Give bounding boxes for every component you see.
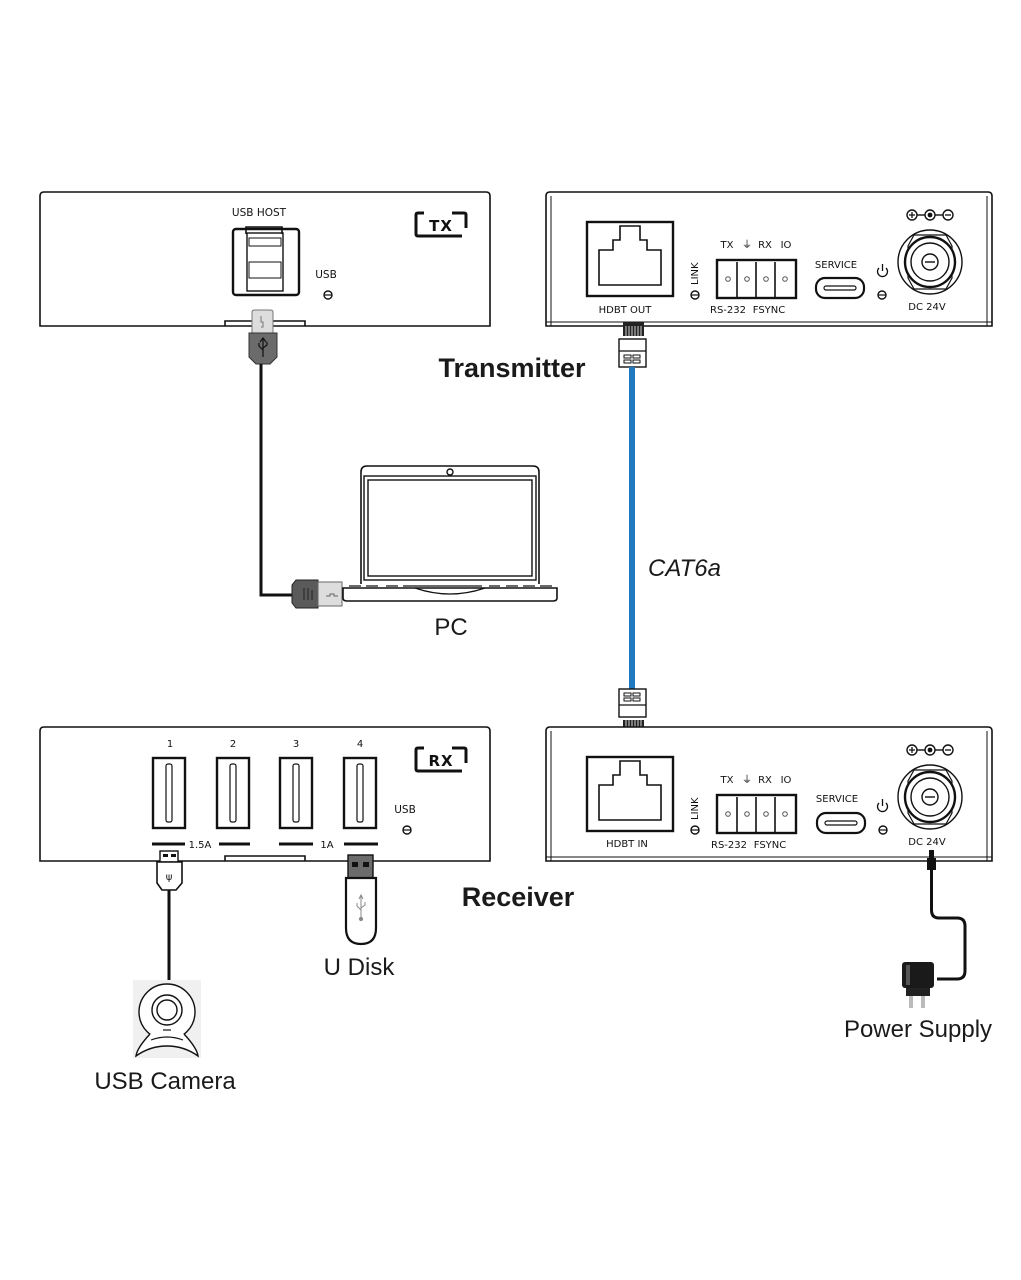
tx-rear-panel: HDBT OUT LINK TX ⏚ RX IO RS-232 FSYNC SE… — [545, 191, 993, 327]
port-number-4: 4 — [357, 739, 363, 750]
dc-24v-label: DC 24V — [908, 837, 946, 848]
usb-cable-pc — [248, 309, 343, 609]
usb-led-label: USB — [394, 804, 416, 816]
rj45-port — [585, 220, 675, 298]
power-icon — [876, 264, 889, 278]
dc-jack-port — [897, 229, 963, 295]
usb-a-port-2 — [215, 756, 251, 830]
usb-camera-label: USB Camera — [94, 1068, 236, 1095]
usb-c-service-port — [815, 811, 867, 835]
power-adapter-icon — [902, 962, 934, 1008]
current-1-5a-label: 1.5A — [189, 840, 212, 851]
receiver-title: Receiver — [462, 882, 575, 912]
tx-front-panel: USB HOST USB TX — [39, 191, 491, 327]
terminal-tx-label: TX — [720, 775, 734, 786]
rj45-port — [585, 755, 675, 833]
terminal-tx-label: TX — [720, 240, 734, 251]
usb-a-port-group: 1 2 3 4 — [151, 739, 378, 830]
tx-badge-text: TX — [429, 217, 453, 235]
webcam-icon — [133, 980, 201, 1058]
dc-jack-port — [897, 764, 963, 830]
service-label: SERVICE — [815, 260, 857, 271]
dc-24v-label: DC 24V — [908, 302, 946, 313]
hdbt-out-label: HDBT OUT — [599, 305, 653, 316]
u-disk-label: U Disk — [324, 954, 396, 981]
rx-badge: RX — [414, 746, 468, 773]
port-number-1: 1 — [167, 739, 173, 750]
link-led-icon — [690, 825, 700, 835]
phoenix-terminal-block — [715, 793, 798, 835]
rs232-label: RS-232 — [710, 305, 746, 316]
usb-host-label: USB HOST — [232, 207, 287, 219]
usb-a-port-1 — [151, 756, 187, 830]
link-led-icon — [690, 290, 700, 300]
usb-b-port — [231, 226, 301, 297]
rx-front-panel: 1 2 3 4 — [39, 726, 491, 862]
power-led-icon — [878, 825, 888, 835]
usb-led-icon — [323, 290, 333, 300]
ground-icon: ⏚ — [742, 774, 752, 786]
usb-led-icon — [402, 825, 412, 835]
port-number-2: 2 — [230, 739, 236, 750]
terminal-io-label: IO — [781, 775, 792, 786]
link-label: LINK — [690, 797, 701, 820]
terminal-rx-label: RX — [758, 240, 772, 251]
usb-flash-drive-icon — [344, 854, 378, 946]
ground-icon: ⏚ — [742, 239, 752, 251]
hdbt-in-label: HDBT IN — [606, 839, 648, 850]
rx-badge-text: RX — [428, 752, 453, 770]
link-label: LINK — [690, 262, 701, 285]
rs232-label: RS-232 — [711, 840, 747, 851]
phoenix-terminal-block — [715, 258, 798, 300]
usb-a-port-4 — [342, 756, 378, 830]
usb-a-port-3 — [278, 756, 314, 830]
service-label: SERVICE — [816, 794, 858, 805]
dc-polarity-icon — [906, 209, 954, 221]
fsync-label: FSYNC — [754, 840, 787, 851]
terminal-rx-label: RX — [758, 775, 772, 786]
rx-rear-panel: HDBT IN LINK TX ⏚ RX IO RS-232 FSYNC SER… — [545, 726, 993, 862]
power-supply-label: Power Supply — [844, 1016, 992, 1043]
power-icon — [876, 799, 889, 813]
pc-label: PC — [434, 614, 467, 641]
power-led-icon — [877, 290, 887, 300]
dc-polarity-icon — [906, 744, 954, 756]
fsync-label: FSYNC — [753, 305, 786, 316]
usb-led-label: USB — [315, 269, 337, 281]
current-1a-label: 1A — [320, 840, 333, 851]
terminal-io-label: IO — [781, 240, 792, 251]
cat6a-label: CAT6a — [648, 555, 721, 582]
laptop-icon — [342, 465, 558, 602]
cat6a-cable — [618, 322, 647, 734]
power-cable — [927, 850, 967, 981]
usb-cable-camera: ψ — [156, 850, 183, 985]
tx-badge: TX — [414, 211, 468, 238]
usb-c-service-port — [814, 276, 866, 300]
usb-symbol-icon — [258, 337, 268, 357]
transmitter-title: Transmitter — [438, 353, 586, 383]
usb-symbol-icon: ψ — [166, 872, 173, 883]
port-number-3: 3 — [293, 739, 299, 750]
